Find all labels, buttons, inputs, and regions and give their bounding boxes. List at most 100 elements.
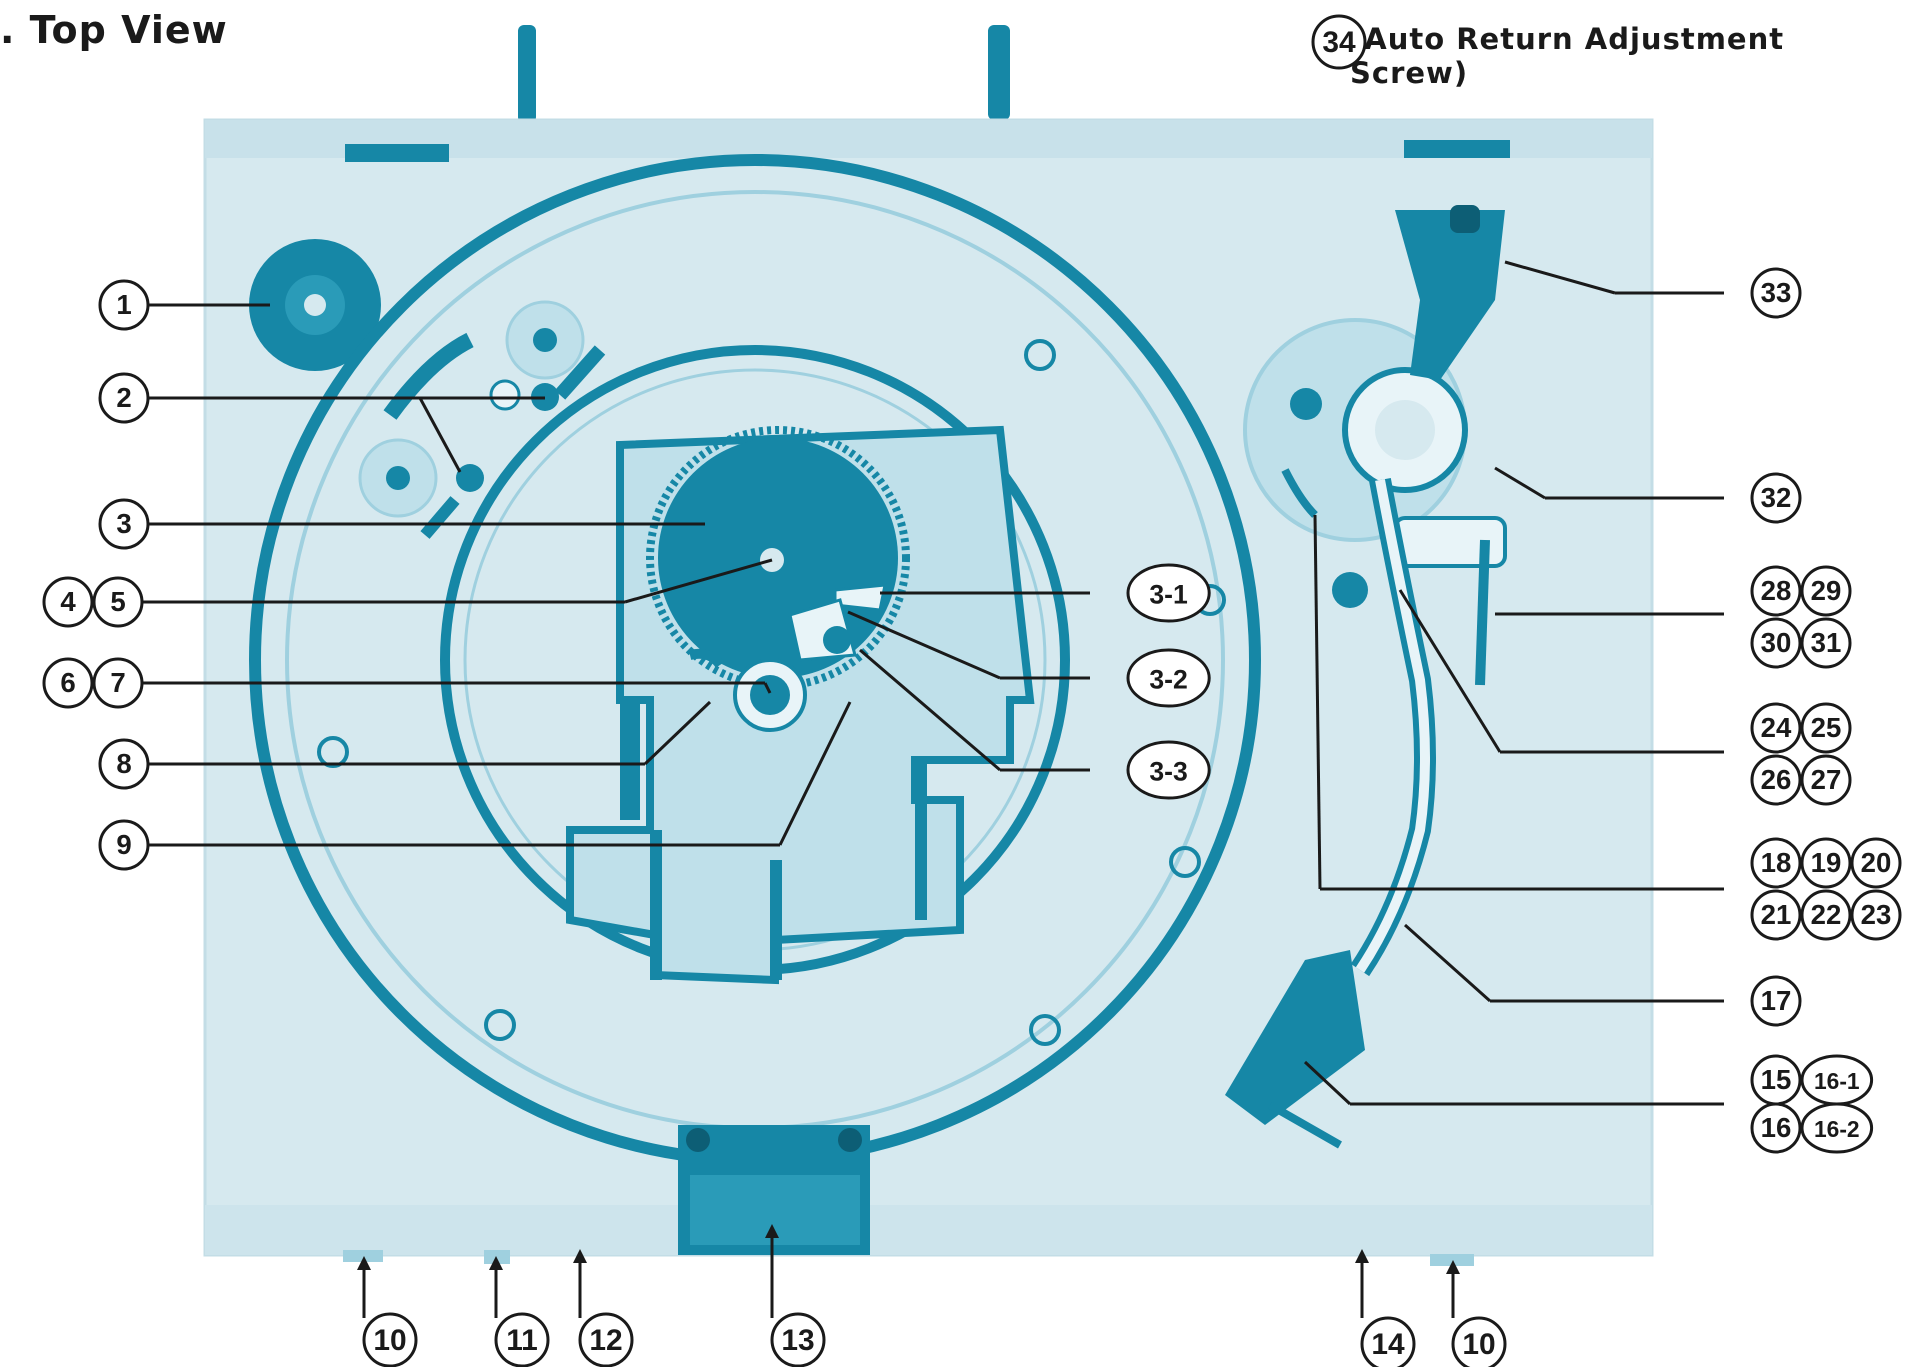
callout-number: 16-1 xyxy=(1814,1068,1860,1094)
callout-bubble xyxy=(1750,1102,1802,1154)
callout-bubble xyxy=(98,819,150,871)
callout-bubble xyxy=(362,1312,418,1367)
callout-13: 13 xyxy=(770,1312,826,1367)
callout-bubble xyxy=(1126,563,1211,623)
front-control-panel xyxy=(678,1125,870,1255)
callout-2: 2 xyxy=(98,372,150,424)
callout-number: 15 xyxy=(1761,1064,1792,1095)
callout-26-27: 26 27 xyxy=(1750,754,1852,806)
callout-bubble xyxy=(1800,754,1852,806)
mount-hole xyxy=(317,736,349,768)
plinth-front-edge xyxy=(205,1205,1652,1255)
callout-number: 28 xyxy=(1761,575,1792,606)
callout-number: 8 xyxy=(116,748,131,779)
callout-10-right: 10 xyxy=(1451,1316,1507,1367)
mount-hole xyxy=(1024,339,1056,371)
callout-bubble xyxy=(42,657,94,709)
callout-number: 20 xyxy=(1861,847,1892,878)
callout-number: 29 xyxy=(1811,575,1842,606)
cover-clip-right xyxy=(1404,140,1510,158)
callout-number: 14 xyxy=(1371,1328,1405,1361)
callout-number: 27 xyxy=(1811,764,1842,795)
callout-bubble xyxy=(1750,889,1802,941)
callout-number: 11 xyxy=(506,1324,538,1357)
callout-number: 25 xyxy=(1811,712,1842,743)
callout-number: 24 xyxy=(1761,712,1792,743)
callout-9: 9 xyxy=(98,819,150,871)
mount-hole xyxy=(484,1009,516,1041)
callout-number: 34 xyxy=(1322,26,1356,59)
callout-bubble xyxy=(1800,617,1852,669)
callout-number: 26 xyxy=(1761,764,1792,795)
callout-bubble xyxy=(98,279,150,331)
callout-bubble xyxy=(494,1312,550,1367)
callout-number: 30 xyxy=(1761,627,1792,658)
callout-bubble xyxy=(1311,14,1367,70)
callout-24-25: 24 25 xyxy=(1750,702,1852,754)
arrow-heads xyxy=(357,1224,1460,1274)
callout-bubble xyxy=(42,576,94,628)
callout-bubble xyxy=(1750,267,1802,319)
callout-bubble xyxy=(1750,617,1802,669)
callout-16-16-2: 16 16-2 xyxy=(1750,1102,1874,1154)
callout-bubble xyxy=(1360,1316,1416,1367)
callout-number: 2 xyxy=(116,382,131,413)
callout-3-2: 3-2 xyxy=(1126,648,1211,708)
callout-number: 22 xyxy=(1811,899,1842,930)
callout-number: 16-2 xyxy=(1814,1116,1860,1142)
callout-11: 11 xyxy=(494,1312,550,1367)
callout-number: 5 xyxy=(110,586,125,617)
tonearm-assembly xyxy=(1225,205,1507,1149)
callout-number: 3-1 xyxy=(1149,580,1188,610)
callout-number: 33 xyxy=(1761,277,1792,308)
callout-3: 3 xyxy=(98,498,150,550)
auto-return-screw-note: (Auto Return Adjustment Screw) xyxy=(1350,22,1785,90)
callout-bubble xyxy=(1750,754,1802,806)
cover-clip-left xyxy=(345,144,449,162)
callout-number: 10 xyxy=(373,1324,406,1357)
callout-number: 16 xyxy=(1761,1112,1792,1143)
hinge-right xyxy=(988,25,1010,120)
callout-number: 3-3 xyxy=(1149,757,1187,787)
callout-number: 31 xyxy=(1811,627,1842,658)
callout-number: 1 xyxy=(116,289,131,320)
mount-hole xyxy=(1169,846,1201,878)
callout-number: 4 xyxy=(60,586,76,617)
callout-number: 19 xyxy=(1811,847,1842,878)
callout-bubble xyxy=(1750,702,1802,754)
callout-number: 3 xyxy=(116,508,131,539)
callout-number: 10 xyxy=(1462,1328,1495,1361)
callout-12: 12 xyxy=(578,1312,634,1367)
callout-10-left: 10 xyxy=(362,1312,418,1367)
callout-15-16-1: 15 16-1 xyxy=(1750,1054,1874,1106)
foot xyxy=(484,1250,510,1264)
callout-bubble xyxy=(1850,837,1902,889)
callout-bubble xyxy=(1126,648,1211,708)
callout-number: 32 xyxy=(1761,482,1792,513)
auto-mechanism xyxy=(566,425,1035,985)
callout-bubble xyxy=(1126,740,1211,800)
callout-3-3: 3-3 xyxy=(1126,740,1211,800)
callout-number: 3-2 xyxy=(1149,665,1187,695)
callout-bubble xyxy=(92,576,144,628)
callout-bubble xyxy=(1451,1316,1507,1367)
callout-bubble xyxy=(92,657,144,709)
foot xyxy=(1430,1254,1474,1266)
callout-bubble xyxy=(1800,1102,1874,1154)
callout-30-31: 30 31 xyxy=(1750,617,1852,669)
callout-bubble xyxy=(1800,889,1852,941)
mount-hole xyxy=(1029,1014,1061,1046)
callout-number: 13 xyxy=(781,1324,814,1357)
callout-number: 7 xyxy=(110,667,125,698)
callout-number: 23 xyxy=(1861,899,1892,930)
callout-number: 6 xyxy=(60,667,75,698)
callout-number: 17 xyxy=(1761,985,1792,1016)
callout-bubble xyxy=(770,1312,826,1367)
ep-adapter xyxy=(249,239,381,371)
callout-bubble xyxy=(98,372,150,424)
callout-bubble xyxy=(98,498,150,550)
